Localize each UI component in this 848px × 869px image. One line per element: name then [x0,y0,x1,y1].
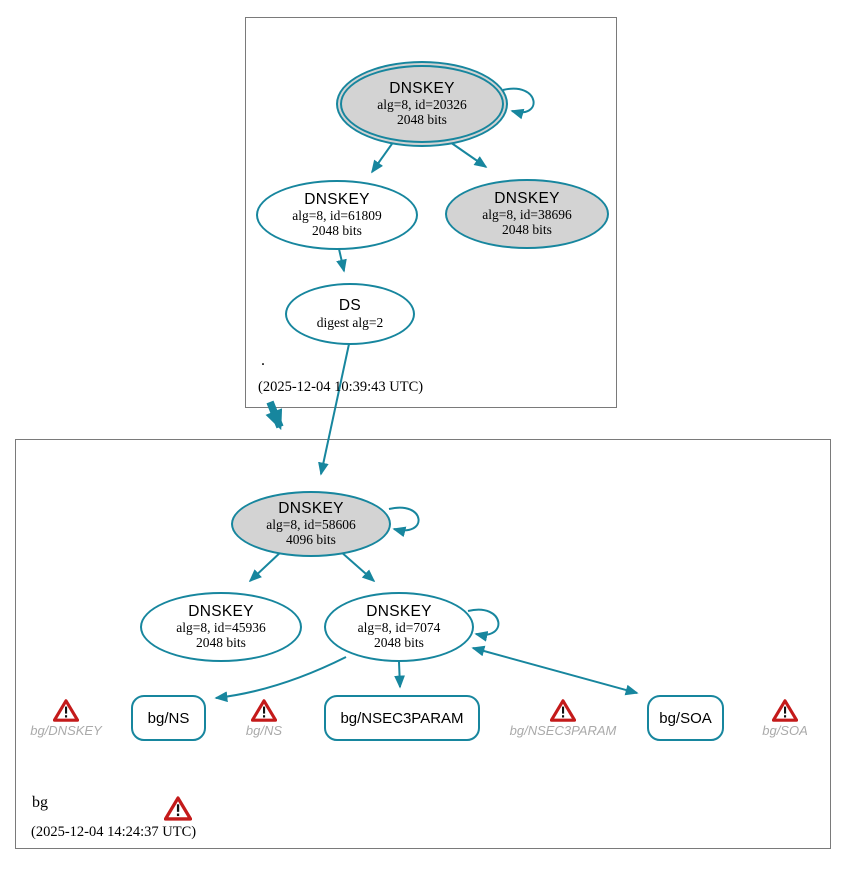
warning-icon[interactable] [53,699,79,722]
node-detail: alg=8, id=38696 [482,206,572,222]
rrset-node-bg-soa[interactable]: bg/SOA [647,695,724,741]
node-size: 2048 bits [196,635,246,651]
dnskey-node-root-ksk[interactable]: DNSKEY alg=8, id=20326 2048 bits [336,61,508,147]
warning-icon[interactable] [550,699,576,722]
node-title: DNSKEY [494,189,560,207]
warning-group-bg-dnskey: bg/DNSKEY [16,699,116,738]
warning-icon[interactable] [772,699,798,722]
warning-group-bg-ns: bg/NS [214,699,314,738]
node-title: DNSKEY [366,602,432,620]
warning-group-bg-nsec3param: bg/NSEC3PARAM [493,699,633,738]
warning-label: bg/SOA [762,723,808,738]
zone-timestamp-root: (2025-12-04 10:39:43 UTC) [258,379,424,395]
node-title: DNSKEY [278,499,344,517]
rrset-label: bg/NS [147,709,190,727]
node-title: DNSKEY [304,190,370,208]
node-title: DNSKEY [188,602,254,620]
rrset-label: bg/SOA [659,709,712,727]
node-size: 2048 bits [374,635,424,651]
dnskey-node-root-zsk[interactable]: DNSKEY alg=8, id=61809 2048 bits [256,180,418,250]
node-detail: alg=8, id=61809 [292,207,382,223]
dnskey-node-bg-zsk2[interactable]: DNSKEY alg=8, id=7074 2048 bits [324,592,474,662]
node-size: 4096 bits [286,532,336,548]
warning-label: bg/NS [245,723,283,738]
node-detail: alg=8, id=7074 [357,619,441,635]
zone-name-root: . [261,352,265,369]
trust-anchor-ring [340,65,504,143]
node-detail: digest alg=2 [316,314,384,330]
ds-node-root[interactable]: DS digest alg=2 [285,283,415,345]
node-title: DS [338,297,362,315]
dnskey-node-root-key2[interactable]: DNSKEY alg=8, id=38696 2048 bits [445,179,609,249]
node-size: 2048 bits [312,223,362,239]
rrset-node-bg-nsec3param[interactable]: bg/NSEC3PARAM [324,695,480,741]
warning-icon[interactable] [251,699,277,722]
dnskey-node-bg-ksk[interactable]: DNSKEY alg=8, id=58606 4096 bits [231,491,391,557]
rrset-node-bg-ns[interactable]: bg/NS [131,695,206,741]
warning-icon[interactable] [164,796,192,821]
node-detail: alg=8, id=45936 [176,619,266,635]
warning-label: bg/NSEC3PARAM [509,723,617,738]
rrset-label: bg/NSEC3PARAM [340,709,464,727]
zone-timestamp-bg: (2025-12-04 14:24:37 UTC) [31,824,197,840]
warning-group-bg-soa: bg/SOA [737,699,833,738]
node-size: 2048 bits [502,222,552,238]
dnskey-node-bg-zsk1[interactable]: DNSKEY alg=8, id=45936 2048 bits [140,592,302,662]
warning-label: bg/DNSKEY [30,723,102,738]
node-detail: alg=8, id=58606 [266,516,356,532]
zone-name-bg: bg [32,794,48,811]
